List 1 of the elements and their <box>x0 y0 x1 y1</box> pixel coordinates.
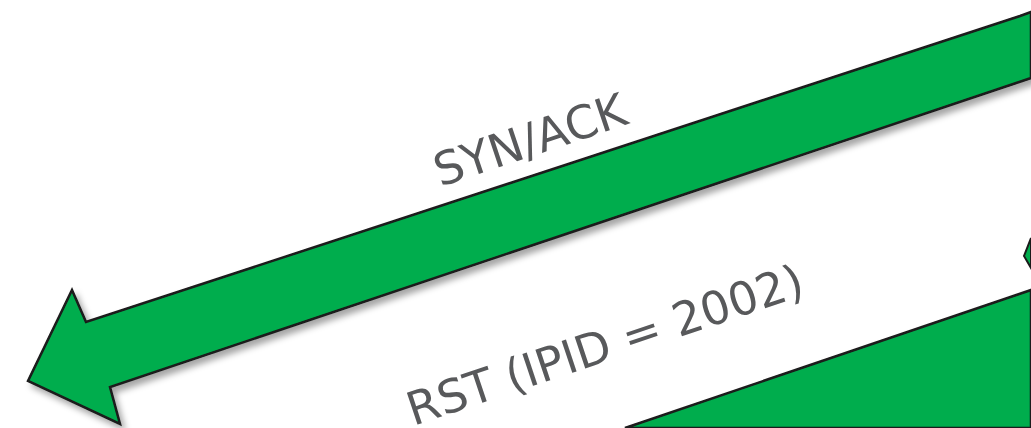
arrow-label: RST (IPID = 2002) <box>399 253 811 428</box>
